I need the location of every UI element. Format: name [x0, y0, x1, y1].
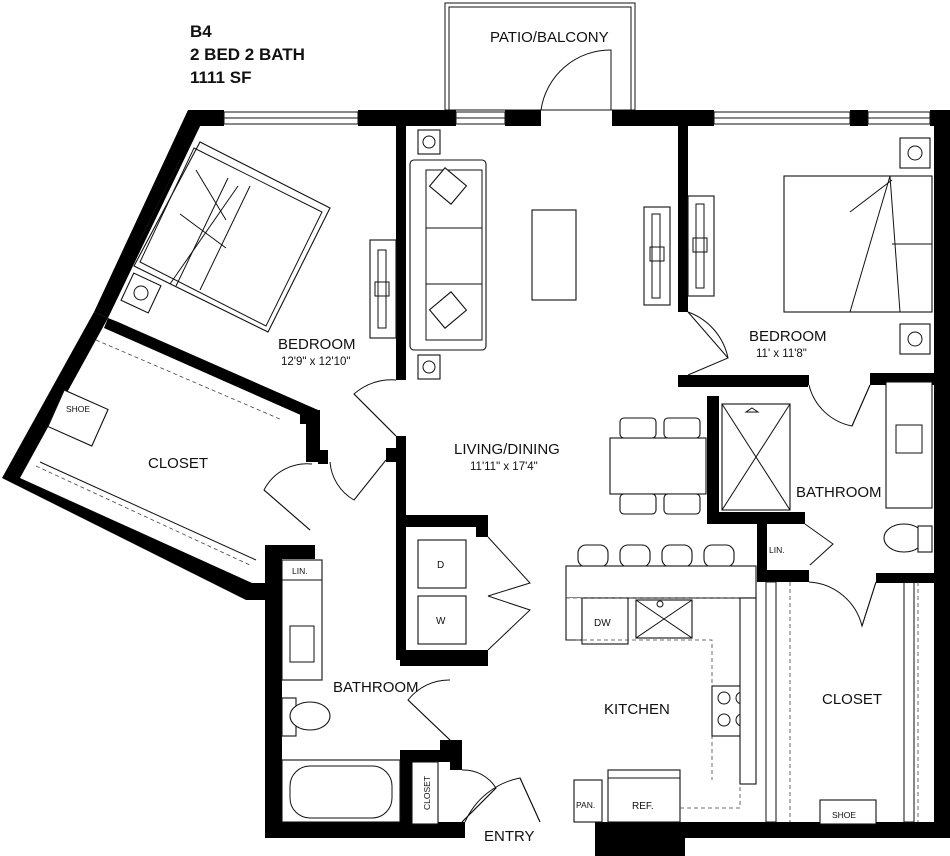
- dryer-label: D: [437, 560, 444, 571]
- bathroom-right-label: BATHROOM: [796, 484, 882, 501]
- left-closet-fixtures: SHOE: [35, 339, 283, 567]
- living-furniture: [409, 129, 735, 568]
- entry-label: ENTRY: [484, 828, 535, 845]
- bathroom-left-label: BATHROOM: [333, 679, 419, 696]
- linen-label-right: LIN.: [769, 545, 785, 555]
- linen-label-left: LIN.: [292, 566, 308, 576]
- kitchen-label: KITCHEN: [604, 701, 670, 718]
- bedroom-right-dims: 11' x 11'8": [756, 348, 807, 360]
- dishwasher-label: DW: [594, 618, 611, 629]
- closet-right-label: CLOSET: [822, 691, 882, 708]
- kitchen-fixtures: DW REF. PAN.: [565, 565, 757, 823]
- bedroom-left-label: BEDROOM: [278, 336, 356, 353]
- unit-code: B4: [190, 22, 212, 41]
- unit-area: 1111 SF: [190, 68, 252, 87]
- patio-label: PATIO/BALCONY: [490, 29, 609, 46]
- washer-label: W: [436, 616, 446, 627]
- shoe-label-left: SHOE: [66, 404, 90, 414]
- bedroom-right-label: BEDROOM: [749, 328, 827, 345]
- unit-header: B4 2 BED 2 BATH 1111 SF: [190, 20, 305, 89]
- interior-walls: [104, 126, 934, 835]
- left-bedroom-furniture: [120, 141, 397, 339]
- fridge-label: REF.: [632, 801, 654, 812]
- closet-left-label: CLOSET: [148, 455, 208, 472]
- right-bathroom-fixtures: SHOE LIN.: [721, 381, 933, 825]
- living-dims: 11'11" x 17'4": [470, 461, 538, 473]
- pantry-label: PAN.: [576, 800, 595, 810]
- small-closet-label: CLOSET: [422, 776, 432, 810]
- bedroom-left-dims: 12'9" x 12'10": [281, 356, 350, 368]
- left-bathroom-fixtures: LIN. CLOSET: [281, 559, 439, 825]
- room-labels: PATIO/BALCONY BEDROOM 12'9" x 12'10" BED…: [148, 29, 882, 845]
- patio-balcony: [444, 2, 636, 111]
- right-bedroom-furniture: [783, 137, 933, 355]
- shoe-label-right: SHOE: [832, 810, 856, 820]
- unit-beds-baths: 2 BED 2 BATH: [190, 45, 305, 64]
- doors: [263, 49, 877, 823]
- laundry: D W: [417, 539, 467, 645]
- living-label: LIVING/DINING: [454, 441, 560, 458]
